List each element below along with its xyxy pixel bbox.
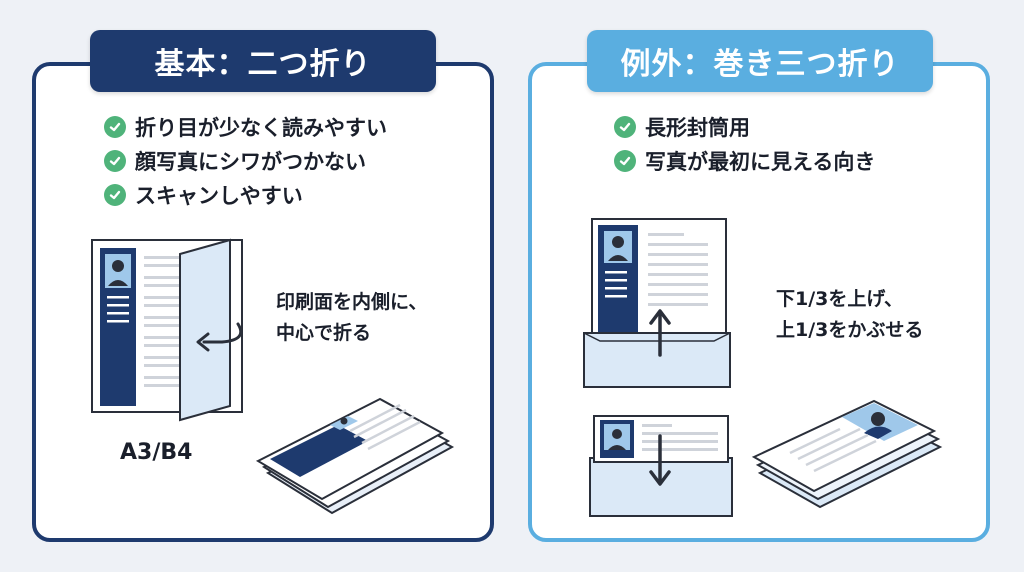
note-text: 長形封筒用 (645, 116, 750, 140)
basic-fold-title: 基本：二つ折り (90, 30, 436, 92)
check-icon (104, 184, 126, 206)
benefit-text: 折り目が少なく読みやすい (135, 116, 387, 140)
half-fold-instruction: 印刷面を内側に、 中心で折る (276, 287, 427, 349)
fold-arrow-icon (196, 322, 243, 352)
benefit-item: 顔写真にシワがつかない (104, 144, 387, 178)
note-item: 長形封筒用 (614, 110, 875, 144)
folded-booklet-illustration (255, 397, 455, 515)
half-fold-illustration (91, 238, 243, 422)
check-icon (104, 116, 126, 138)
instruction-line: 印刷面を内側に、 (276, 291, 428, 313)
raise-bottom-third-illustration (583, 218, 731, 388)
instruction-line: 上1/3をかぶせる (776, 319, 924, 341)
note-text: 写真が最初に見える向き (645, 150, 876, 174)
tri-fold-instruction: 下1/3を上げ、 上1/3をかぶせる (776, 284, 923, 346)
benefit-text: 顔写真にシワがつかない (135, 150, 366, 174)
check-icon (614, 116, 636, 138)
trifold-result-illustration (751, 399, 943, 509)
basic-fold-benefits-list: 折り目が少なく読みやすい 顔写真にシワがつかない スキャンしやすい (104, 110, 387, 212)
benefit-item: 折り目が少なく読みやすい (104, 110, 387, 144)
instruction-line: 中心で折る (276, 322, 372, 344)
paper-size-label: A3/B4 (120, 440, 193, 465)
benefit-text: スキャンしやすい (135, 184, 303, 208)
check-icon (614, 150, 636, 172)
check-icon (104, 150, 126, 172)
tri-fold-notes-list: 長形封筒用 写真が最初に見える向き (614, 110, 875, 178)
instruction-line: 下1/3を上げ、 (776, 288, 904, 310)
note-item: 写真が最初に見える向き (614, 144, 875, 178)
cover-top-third-illustration (589, 415, 733, 517)
tri-fold-title: 例外：巻き三つ折り (587, 30, 933, 92)
benefit-item: スキャンしやすい (104, 178, 387, 212)
